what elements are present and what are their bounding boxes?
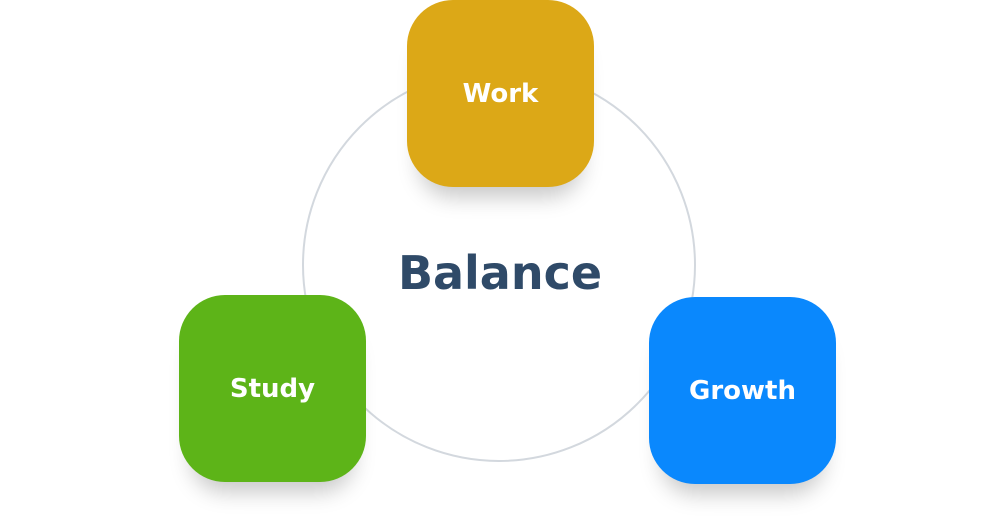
node-label: Growth	[689, 375, 796, 406]
node-label: Study	[229, 373, 316, 404]
center-label: Balance	[397, 246, 603, 300]
node-growth: Growth	[649, 297, 836, 484]
node-label: Work	[462, 78, 539, 109]
node-work: Work	[407, 0, 594, 187]
node-study: Study	[179, 295, 366, 482]
